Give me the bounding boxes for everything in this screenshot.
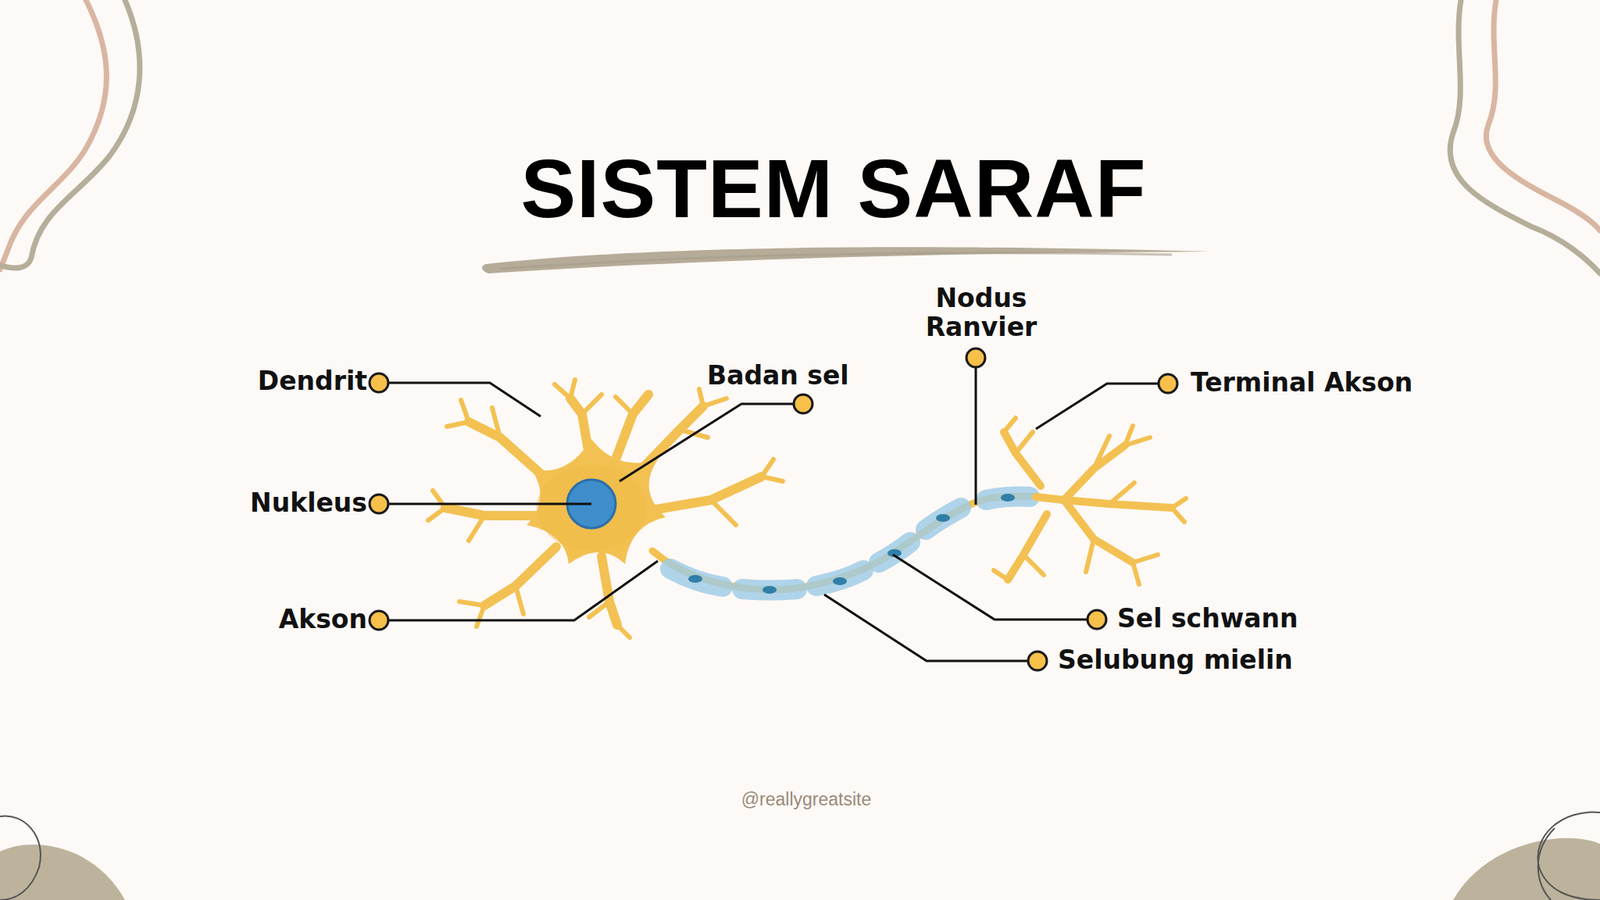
part-label: Terminal Akson [1190, 368, 1413, 398]
part-label: Akson [278, 605, 368, 635]
leader-line [378, 357, 1168, 661]
leader-dot [369, 348, 1178, 671]
corner-decoration [0, 0, 1600, 274]
part-label: Sel schwann [1117, 604, 1298, 634]
cell-body-shade [536, 464, 647, 551]
part-label: Dendrit [257, 367, 368, 397]
title-text: SISTEM SARAF [520, 146, 1147, 230]
part-label: Badan sel [707, 361, 850, 391]
cell-body [526, 439, 666, 565]
myelin-segment [670, 496, 1030, 591]
part-label: Selubung mielin [1057, 646, 1293, 675]
axon-terminal [993, 417, 1186, 585]
part-label: Nodus Ranvier [903, 284, 1060, 343]
brush-underline [482, 246, 1210, 274]
part-label: Nukleus [250, 489, 368, 518]
axon [652, 496, 1040, 590]
schwann-nucleus [688, 493, 1015, 594]
corner-leaf [0, 812, 1600, 900]
watermark: @reallygreatsite [741, 790, 872, 809]
